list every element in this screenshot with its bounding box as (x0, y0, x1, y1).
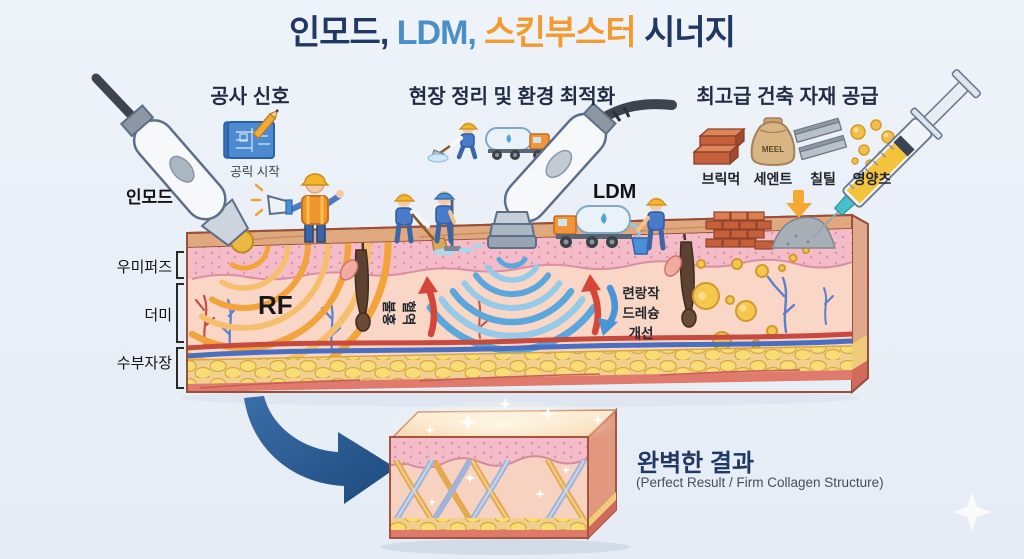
drainage-down-arrow (598, 284, 618, 336)
brick-wall (705, 211, 774, 250)
cement-bag-text: MEEL (762, 145, 784, 154)
shovel-worker (427, 122, 479, 163)
steel-beams-icon (793, 117, 848, 161)
layer-brackets (176, 251, 184, 389)
collagen-fibers (393, 460, 587, 520)
layer-label-dermis: 더미 (144, 307, 172, 324)
material-label-steel: 칠틸 (810, 171, 836, 187)
circulation-up-arrow (418, 276, 438, 338)
materials-down-arrow (786, 190, 812, 218)
layer-label-epidermis: 우미퍼즈 (116, 259, 172, 276)
page-title: 인모드, LDM, 스킨부스터 시너지 (0, 14, 1024, 53)
hair-follicle (339, 229, 371, 332)
result-subtitle: (Perfect Result / Firm Collagen Structur… (636, 475, 884, 490)
water-truck (485, 127, 550, 160)
pouring-worker (631, 197, 668, 255)
title-inmode: 인모드, (289, 14, 389, 52)
cement-bag-icon: MEEL (750, 117, 796, 167)
mortar-pile (770, 216, 836, 249)
bricks-icon (692, 127, 746, 166)
material-label-nutrients: 영양츠 (852, 171, 892, 187)
title-ldm: LDM, (388, 14, 477, 52)
mopping-worker (433, 191, 483, 253)
pencil-icon (252, 109, 279, 140)
improvement-annotation: 련랑작 드레슝 개선 (622, 286, 660, 341)
section-header-left: 공사 신호 (210, 86, 290, 108)
hair-follicle (664, 229, 697, 328)
title-synergy: 시너지 (635, 14, 736, 52)
blueprint-caption: 공릭 시작 (230, 165, 280, 179)
circulation-annotation: 혈역 불홍 (381, 300, 416, 326)
title-skinbooster: 스킨부스터 (475, 14, 636, 52)
section-header-middle: 현장 정리 및 환경 최적화 (408, 86, 616, 108)
ldm-wave-arcs (426, 256, 598, 354)
collagen-cube (380, 397, 630, 555)
megaphone-worker (250, 173, 344, 243)
material-label-cement: 세엔트 (753, 171, 793, 187)
result-flow-arrow (244, 396, 396, 504)
blueprint-icon (223, 109, 279, 159)
ldm-device (487, 99, 677, 249)
syringe-icon (811, 69, 981, 239)
rf-wave-label: RF (258, 290, 293, 320)
inmode-device-label: 인모드 (126, 188, 173, 207)
inmode-device (91, 73, 255, 254)
material-label-bricks: 브릭먹 (701, 171, 741, 187)
sparkle-icon (952, 492, 992, 532)
circulation-up-arrow (581, 274, 602, 336)
layer-label-subcutaneous: 수부자장 (116, 355, 172, 372)
skin-cross-section (176, 213, 869, 407)
ldm-device-label: LDM (593, 181, 637, 203)
section-header-right: 최고급 건축 자재 공급 (696, 86, 879, 108)
result-title: 완벽한 결과 (637, 450, 755, 477)
